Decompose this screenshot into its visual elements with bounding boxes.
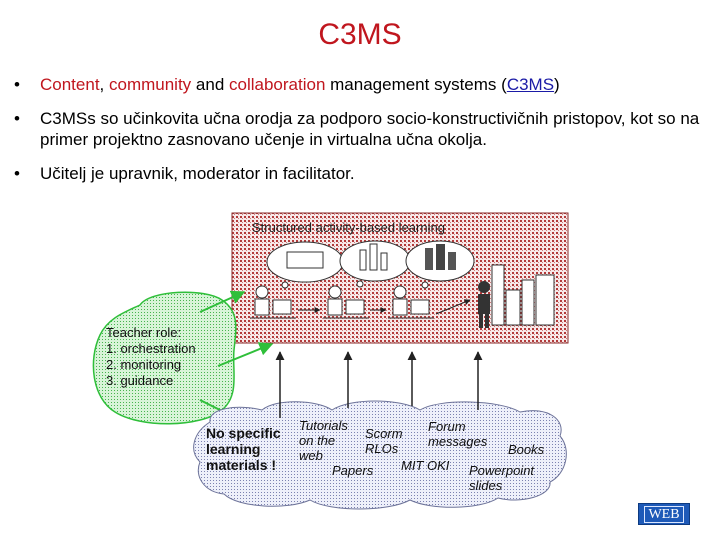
svg-text:No specific learning: No specific learning materials !	[206, 425, 285, 473]
resources-cloud: No specific learning materials ! Tutoria…	[193, 400, 567, 510]
bullet-text: C3MSs so učinkovita učna orodja za podpo…	[40, 109, 700, 149]
bullet-text: management systems (	[325, 75, 507, 94]
bullet-marker: •	[14, 164, 20, 183]
bullet-text-red: community	[109, 75, 192, 94]
bullet-marker: •	[14, 109, 20, 128]
bullet-text-red: collaboration	[229, 75, 326, 94]
resource-label: Books	[508, 442, 545, 457]
activity-box-label: Structured activity-based learning	[252, 220, 445, 235]
student-at-desk-icon	[323, 285, 369, 319]
bullet-marker: •	[14, 75, 20, 94]
teacher-role-item: 1. orchestration	[106, 341, 196, 356]
resource-label: Tutorials	[299, 418, 348, 433]
resource-label: MIT OKI	[401, 458, 450, 473]
resource-label: RLOs	[365, 441, 399, 456]
cloud-left-line: learning	[206, 441, 260, 457]
svg-text:Tutorials on the w: Tutorials on the web Scorm RLOs Forum me…	[299, 418, 548, 493]
city-cloud-icon	[405, 240, 475, 289]
bullet-item: • Content, community and collaboration m…	[14, 74, 704, 95]
bullet-item: • C3MSs so učinkovita učna orodja za pod…	[14, 108, 704, 150]
teacher-role-item: 2. monitoring	[106, 357, 181, 372]
teacher-role-item: 3. guidance	[106, 373, 173, 388]
green-arrow	[217, 342, 274, 367]
bullet-text: ,	[99, 75, 109, 94]
activity-box: Structured activity-based learning	[231, 212, 569, 344]
student-at-desk-icon	[250, 285, 296, 319]
web-button-label: WEB	[644, 506, 684, 523]
bullet-text: )	[554, 75, 560, 94]
resource-label: web	[299, 448, 323, 463]
teacher-role-heading: Teacher role:	[106, 325, 181, 340]
svg-text:Teacher role: 1. orches: Teacher role: 1. orchestration 2. monito…	[106, 325, 199, 388]
standing-person-icon	[478, 281, 490, 328]
green-arrow	[199, 290, 246, 313]
resource-label: messages	[428, 434, 488, 449]
resource-label: Papers	[332, 463, 374, 478]
resource-label: slides	[469, 478, 503, 493]
resource-label: Forum	[428, 419, 466, 434]
skyline-icon	[491, 264, 555, 326]
c3ms-link[interactable]: C3MS	[506, 75, 555, 94]
student-at-desk-icon	[388, 285, 434, 319]
resource-label: Powerpoint	[469, 463, 535, 478]
bullet-item: • Učitelj je upravnik, moderator in faci…	[14, 163, 704, 184]
teacher-role-bubble: Teacher role: 1. orchestration 2. monito…	[92, 291, 237, 425]
bullet-text: and	[191, 75, 229, 94]
resource-label: Scorm	[365, 426, 403, 441]
cloud-left-line: No specific	[206, 425, 281, 441]
cloud-left-line: materials !	[206, 457, 276, 473]
resource-label: on the	[299, 433, 335, 448]
web-button[interactable]: WEB	[638, 503, 690, 525]
bullet-text-red: Content	[40, 75, 100, 94]
bullet-list: • Content, community and collaboration m…	[14, 74, 704, 197]
slide-title: C3MS	[318, 18, 402, 51]
bullet-text: Učitelj je upravnik, moderator in facili…	[40, 164, 355, 183]
